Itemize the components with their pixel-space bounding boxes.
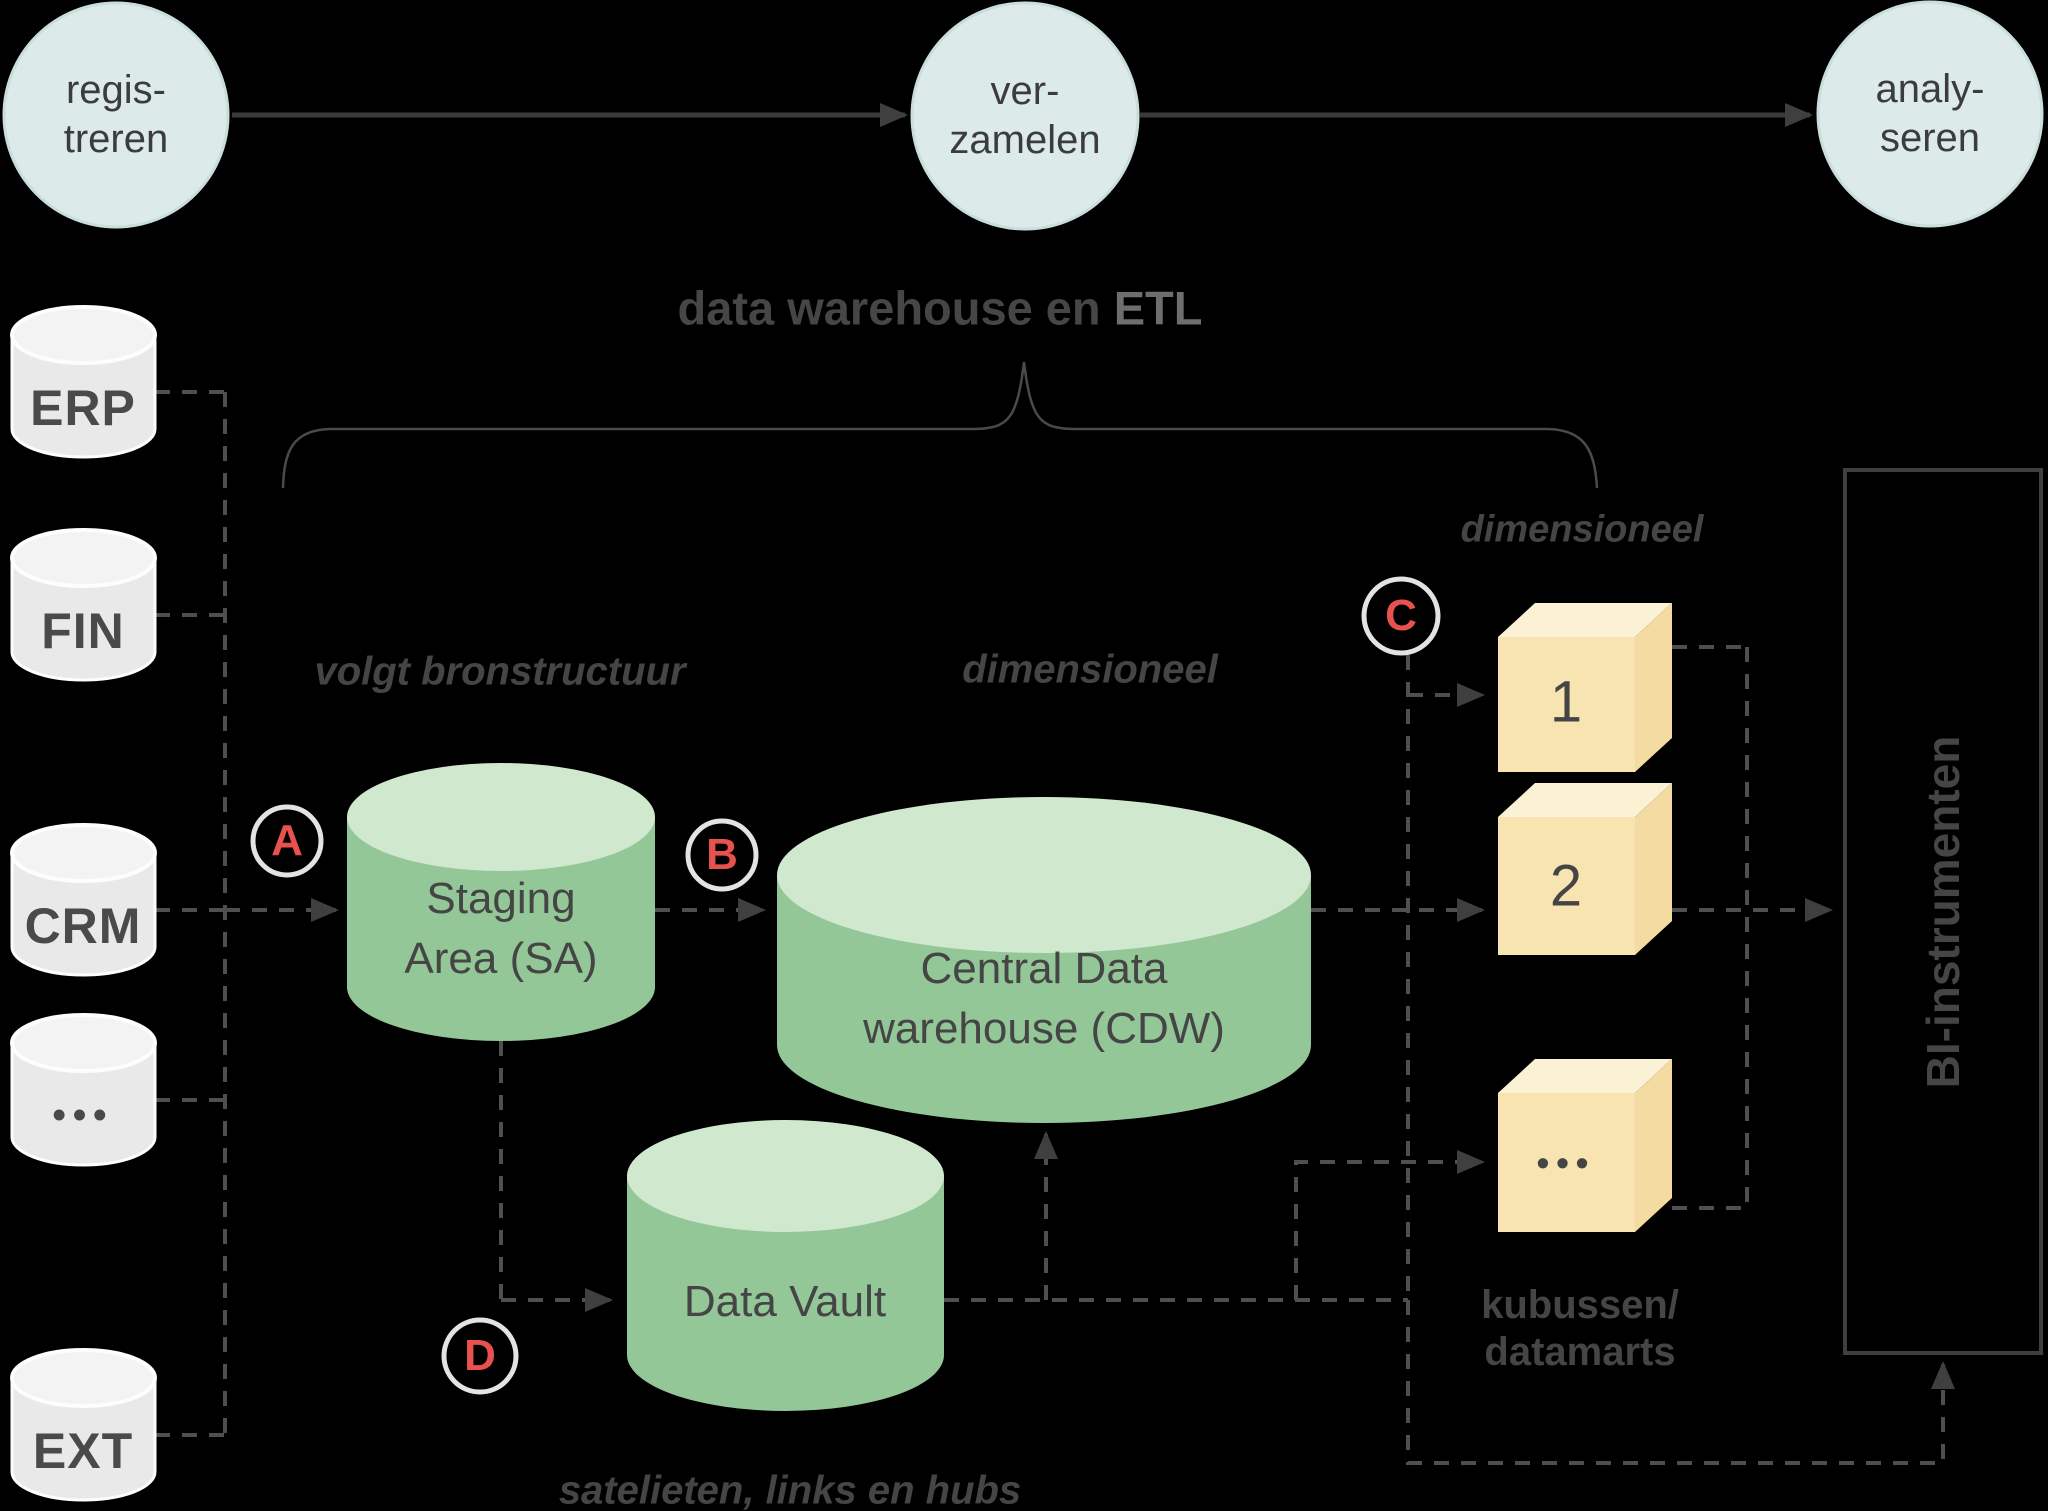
step-circle-verzamelen (910, 1, 1140, 231)
step-analyseren-line1: analy- (1875, 67, 1985, 111)
marker-ring-a (250, 804, 324, 878)
edge-bottom-to-bi (1406, 1300, 1955, 1465)
step-label-analyseren: analy- seren (1876, 65, 1985, 163)
dashed-edges (155, 390, 1955, 1465)
cdw-label: Central Data warehouse (CDW) (863, 939, 1225, 1059)
cubes-caption-line1: kubussen/ (1481, 1283, 1679, 1327)
step-verzamelen-line1: ver- (990, 69, 1060, 113)
source-label-crm: CRM (24, 898, 142, 954)
annotation-dimensioneel-cdw: dimensioneel (962, 647, 1218, 692)
source-label-fin: FIN (41, 603, 125, 659)
annotation-satelieten-links-hubs: satelieten, links en hubs (558, 1468, 1022, 1511)
bi-box (1843, 468, 2043, 1355)
step-verzamelen-line2: zamelen (949, 118, 1101, 162)
staging-label-line1: Staging (426, 874, 576, 923)
db-cylinder-other (10, 1013, 157, 1167)
db-cylinder-erp (10, 305, 157, 459)
cubes-caption: kubussen/ datamarts (1481, 1282, 1679, 1376)
diagram-title: data warehouse en ETL (678, 281, 1203, 336)
marker-d: D (464, 1331, 496, 1380)
marker-c: C (1385, 591, 1417, 640)
cube3-label: ••• (1536, 1142, 1596, 1183)
step-circle-registreren (2, 1, 230, 229)
marker-ring-d (441, 1317, 519, 1395)
cube-2 (1498, 783, 1672, 955)
cube-3 (1498, 1059, 1672, 1232)
bi-label: BI-instrumenten (1917, 735, 1969, 1089)
source-label-dots: ••• (52, 1094, 114, 1137)
step-label-registreren: regis- treren (64, 66, 169, 164)
edge-to-cube3 (1294, 1150, 1485, 1300)
marker-b: B (706, 830, 738, 879)
marker-ring-c (1361, 576, 1441, 656)
brace-icon (281, 361, 1599, 489)
db-cylinder-ext (10, 1348, 157, 1502)
step-registreren-line1: regis- (65, 68, 167, 112)
cubes-caption-line2: datamarts (1484, 1330, 1676, 1374)
source-cylinders (10, 305, 157, 1502)
source-label-erp: ERP (30, 380, 136, 436)
staging-label: Staging Area (SA) (404, 869, 597, 989)
marker-a: A (271, 816, 303, 865)
datavault-cylinder (627, 1120, 945, 1412)
cdw-label-line1: Central Data (920, 944, 1168, 993)
step-circle-analyseren (1816, 0, 2044, 228)
title-accent: ETL (1113, 281, 1203, 335)
staging-label-line2: Area (SA) (404, 934, 598, 983)
step-registreren-line2: treren (63, 117, 169, 161)
cdw-cylinder (777, 797, 1311, 1123)
title-main: data warehouse en (677, 281, 1114, 335)
source-label-ext: EXT (32, 1423, 134, 1479)
annotation-volgt-bronstructuur: volgt bronstructuur (314, 649, 686, 694)
annotation-dimensioneel-cubes: dimensioneel (1460, 508, 1704, 551)
datavault-label: Data Vault (683, 1277, 887, 1326)
cdw-label-line2: warehouse (CDW) (863, 1004, 1225, 1053)
step-label-verzamelen: ver- zamelen (949, 67, 1100, 165)
staging-cylinder (347, 763, 655, 1041)
step-analyseren-line2: seren (1879, 116, 1981, 160)
marker-ring-b (685, 818, 759, 892)
cube-1 (1498, 603, 1672, 772)
db-cylinder-crm (10, 823, 157, 977)
db-cylinder-fin (10, 528, 157, 682)
cube2-label: 2 (1549, 853, 1583, 919)
cube1-label: 1 (1549, 669, 1583, 735)
